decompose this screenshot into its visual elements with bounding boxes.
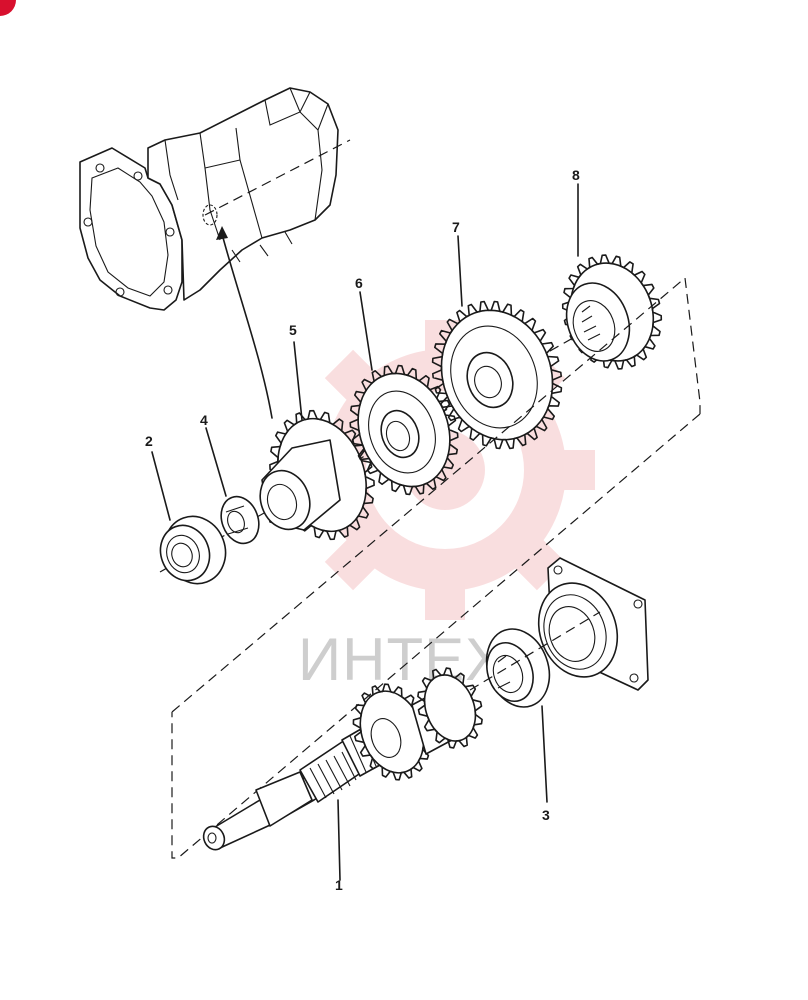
leader-lines — [151, 183, 579, 881]
part-gear-item-8 — [561, 254, 663, 370]
callout-3: 3 — [542, 807, 550, 823]
callout-6: 6 — [355, 275, 363, 291]
gear-teeth — [349, 364, 459, 496]
part-gear-item-5 — [259, 409, 375, 541]
part-bearing-item-2 — [159, 515, 227, 585]
callout-8: 8 — [572, 167, 580, 183]
part-gear-item-6 — [349, 364, 459, 496]
part-bearing-retainer-item-3 — [469, 557, 649, 708]
gear-teeth — [352, 683, 432, 781]
corner-mark — [0, 0, 16, 16]
gear-teeth — [431, 300, 563, 450]
gear-teeth — [417, 667, 483, 749]
callout-7: 7 — [452, 219, 460, 235]
assembly-frame — [171, 276, 701, 859]
part-shaft-item-1 — [202, 667, 483, 851]
callout-4: 4 — [200, 412, 208, 428]
callout-5: 5 — [289, 322, 297, 338]
watermark-text: ИНТЕХ — [298, 626, 506, 693]
transmission-housing — [79, 87, 351, 419]
callout-1: 1 — [335, 877, 343, 893]
callout-labels: 1 2 3 4 5 6 7 8 — [145, 167, 580, 893]
callout-2: 2 — [145, 433, 153, 449]
part-washer-item-4 — [220, 495, 260, 545]
part-gear-item-7 — [431, 300, 563, 450]
